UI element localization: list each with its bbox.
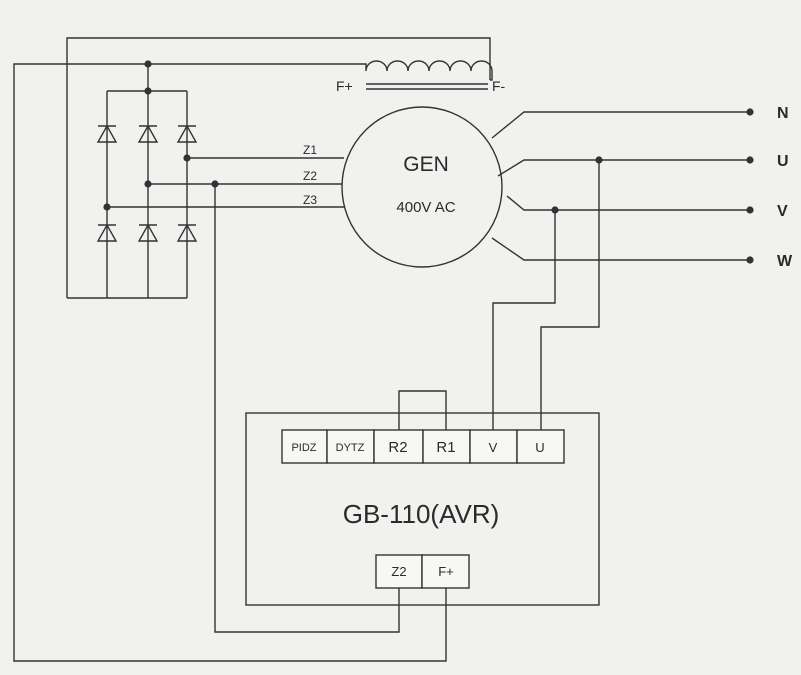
diode xyxy=(96,124,118,143)
r1-r2-jumper xyxy=(398,390,447,430)
field-plus-label: F+ xyxy=(336,78,353,94)
junction-dot xyxy=(183,154,191,162)
terminal-dytz-label: DYTZ xyxy=(336,442,365,454)
diode xyxy=(137,223,159,242)
avr-bottom-terminal-block: Z2 F+ xyxy=(375,554,470,589)
junction-dot xyxy=(144,60,152,68)
output-n-label: N xyxy=(777,105,789,122)
terminal-u-label: U xyxy=(535,440,544,455)
output-u-label: U xyxy=(777,153,789,170)
terminal-dot xyxy=(746,156,754,164)
z1-label: Z1 xyxy=(303,143,317,157)
terminal-pidz-label: PIDZ xyxy=(291,442,316,454)
diode xyxy=(176,124,198,143)
z3-label: Z3 xyxy=(303,193,317,207)
diode xyxy=(96,223,118,242)
field-coil xyxy=(148,60,493,81)
diode xyxy=(137,124,159,143)
junction-dot xyxy=(103,203,111,211)
terminal-dot xyxy=(746,206,754,214)
terminal-dot xyxy=(746,108,754,116)
avr-title: GB-110(AVR) xyxy=(343,499,500,529)
field-minus-label: F- xyxy=(492,78,506,94)
f-plus-return-wire xyxy=(13,63,447,662)
u-sense-wire xyxy=(540,160,600,430)
terminal-r2-label: R2 xyxy=(388,439,407,456)
output-v-label: V xyxy=(777,203,788,220)
avr-top-terminal-block: PIDZ DYTZ R2 R1 V U xyxy=(281,429,565,464)
diode xyxy=(176,223,198,242)
generator-rating: 400V AC xyxy=(396,199,455,216)
output-w-wire xyxy=(491,237,750,261)
output-w-label: W xyxy=(777,253,793,270)
terminal-f-plus-label: F+ xyxy=(438,564,454,579)
output-n-wire xyxy=(491,111,750,139)
terminal-r1-label: R1 xyxy=(436,439,455,456)
terminal-f-plus[interactable] xyxy=(421,554,470,589)
junction-dot xyxy=(211,180,219,188)
terminal-u[interactable] xyxy=(516,429,565,464)
field-loop-wire xyxy=(66,37,491,298)
terminal-r1[interactable] xyxy=(422,429,471,464)
v-sense-wire xyxy=(492,210,556,430)
z2-label: Z2 xyxy=(303,169,317,183)
avr-module xyxy=(245,412,600,606)
junction-dot xyxy=(144,180,152,188)
junction-dot xyxy=(144,87,152,95)
terminal-z2-label: Z2 xyxy=(391,564,406,579)
terminal-pidz[interactable] xyxy=(281,429,328,464)
output-u-wire xyxy=(497,159,750,177)
terminal-v-label: V xyxy=(489,440,498,455)
z2-return-wire xyxy=(214,184,400,633)
terminal-dot xyxy=(746,256,754,264)
generator-name: GEN xyxy=(403,153,449,176)
generator-circle xyxy=(341,106,503,268)
output-v-wire xyxy=(506,195,750,211)
